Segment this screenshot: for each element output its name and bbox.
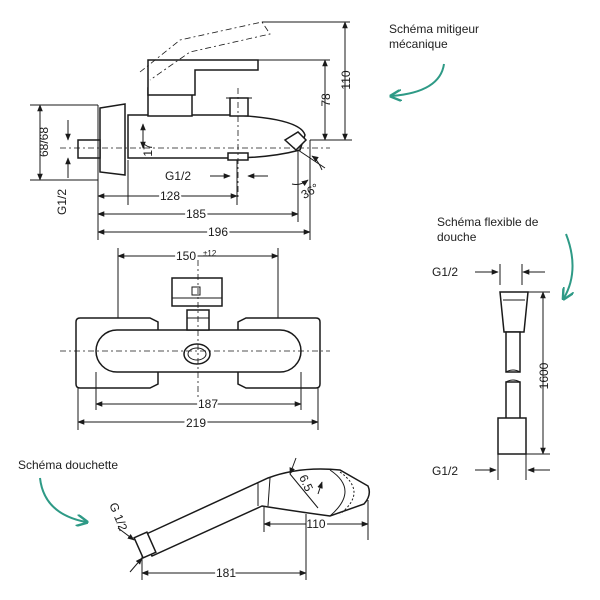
- hose-length: 1600: [537, 362, 551, 389]
- handshower-body: [140, 468, 371, 557]
- dim-128: 128: [160, 189, 180, 203]
- front-lever: [171, 277, 223, 307]
- dim-68-68: 68/68: [37, 127, 51, 157]
- diverter-knob: [229, 97, 249, 117]
- dim-150-tolerance: ±12: [203, 249, 217, 258]
- hose-thread-bottom: G1/2: [432, 464, 458, 478]
- mixer-callout-arrow: [392, 63, 445, 96]
- hose-tube-bottom: [505, 381, 521, 421]
- handshower-connector: [133, 531, 157, 559]
- spout-tip: [283, 131, 308, 152]
- dim-196: 196: [208, 225, 228, 239]
- hose-thread-top: G1/2: [432, 265, 458, 279]
- dim-150: 150: [176, 249, 196, 263]
- dim-110-handshower: 110: [306, 517, 325, 531]
- wall-plate: [99, 103, 126, 176]
- dim-6-5: 6.5: [296, 472, 316, 493]
- caption-mixer: Schéma mitigeur mécanique: [389, 22, 480, 51]
- dim-17: 17: [141, 143, 155, 157]
- dim-187: 187: [198, 397, 218, 411]
- dim-78: 78: [319, 93, 333, 107]
- dim-185: 185: [186, 207, 206, 221]
- thread-label-left: G1/2: [55, 189, 69, 215]
- handshower-view: 6.5 110 G 1/2 181: [106, 457, 371, 582]
- caption-hose: Schéma flexible de douche: [437, 215, 539, 244]
- mixer-front-view: 150 ±12 187 219: [60, 247, 330, 432]
- handshower-callout-arrow: [39, 477, 86, 522]
- hose-tube-top: [505, 331, 521, 373]
- dim-219: 219: [186, 416, 206, 430]
- dim-110: 110: [339, 70, 353, 89]
- mixer-side-view: 78 110 68/68 17 G1/2 G1/2 36° 128 185 19…: [30, 21, 353, 241]
- lever-swing-outline: [139, 21, 271, 81]
- dim-181: 181: [216, 566, 236, 580]
- hose-view: G1/2 1600 G1/2: [432, 264, 551, 480]
- hose-cone-nut: [499, 291, 529, 333]
- front-aerator: [183, 343, 211, 365]
- hose-end-nut: [497, 417, 527, 455]
- lever-handle: [147, 59, 259, 96]
- inlet-connector: [77, 139, 101, 159]
- caption-handshower: Schéma douchette: [18, 458, 119, 472]
- hose-callout-arrow: [564, 233, 573, 298]
- thread-label-spout: G1/2: [165, 169, 191, 183]
